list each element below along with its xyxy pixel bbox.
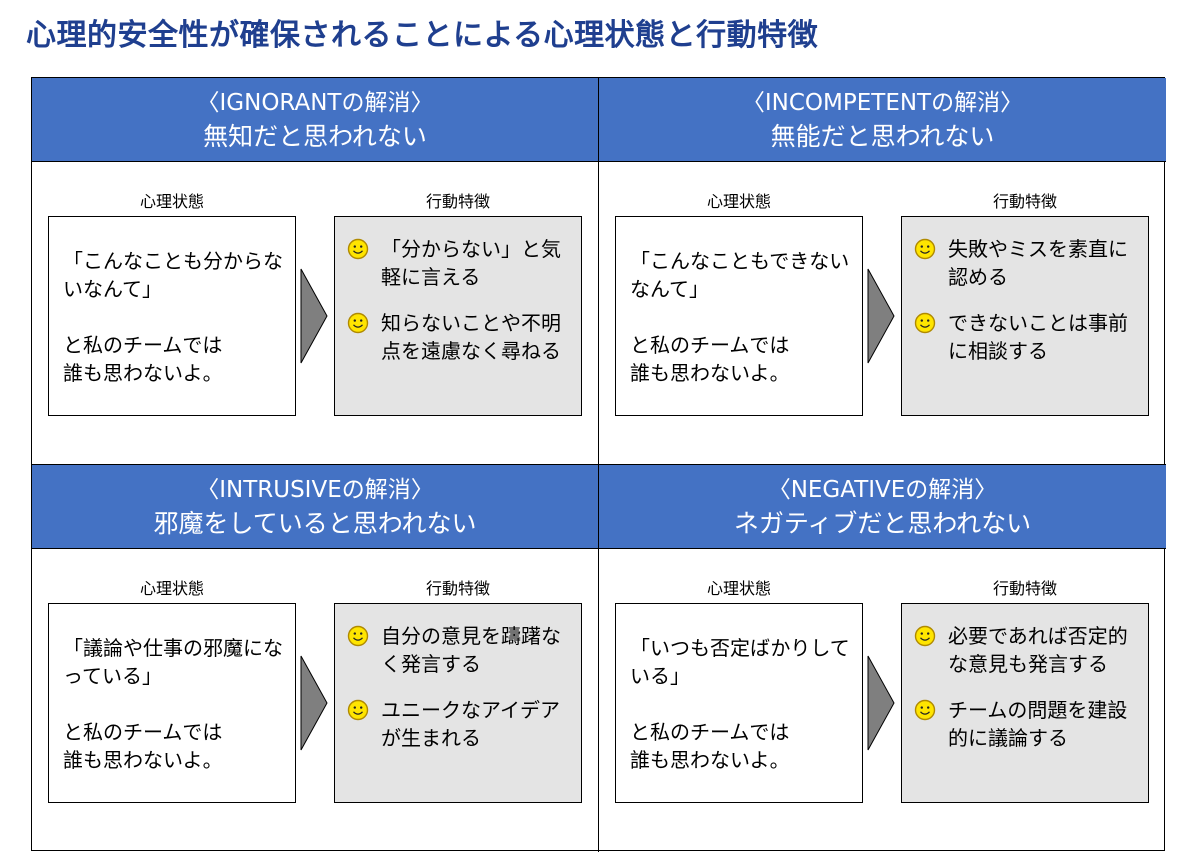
quadrant-header: 〈INTRUSIVEの解消〉 邪魔をしていると思われない	[32, 465, 598, 549]
page-title: 心理的安全性が確保されることによる心理状態と行動特徴	[26, 18, 819, 53]
quadrant-heading-category: 〈INTRUSIVEの解消〉	[196, 477, 434, 503]
smiley-icon	[347, 238, 369, 260]
behavior-label: 行動特徴	[992, 579, 1057, 598]
state-box: 「いつも否定ばかりしている」 と私のチームでは 誰も思わないよ。	[615, 603, 863, 803]
behavior-box: 自分の意見を躊躇なく発言する ユニークなアイデアが生まれる	[334, 603, 582, 803]
behavior-text: チームの問題を建設的に議論する	[948, 698, 1128, 750]
state-tail-line-2: 誰も思わないよ。	[63, 748, 223, 772]
state-quote: 「こんなことも分からないなんて」	[63, 249, 283, 301]
behavior-text: 失敗やミスを素直に認める	[948, 237, 1128, 289]
behavior-box: 必要であれば否定的な意見も発言する チームの問題を建設的に議論する	[901, 603, 1149, 803]
state-tail-line-1: と私のチームでは	[63, 333, 223, 357]
smiley-icon	[347, 625, 369, 647]
quadrant-heading-subtitle: 無能だと思われない	[770, 122, 995, 151]
quadrant-negative: 〈NEGATIVEの解消〉 ネガティブだと思われない 心理状態 行動特徴 「いつ…	[599, 465, 1166, 852]
behavior-item: 必要であれば否定的な意見も発言する	[914, 622, 1140, 678]
quadrant-heading-category: 〈IGNORANTの解消〉	[196, 90, 434, 116]
behavior-item: できないことは事前に相談する	[914, 309, 1140, 365]
state-tail-line-1: と私のチームでは	[63, 720, 223, 744]
state-box: 「こんなことも分からないなんて」 と私のチームでは 誰も思わないよ。	[48, 216, 296, 416]
matrix-grid: 〈IGNORANTの解消〉 無知だと思われない 心理状態 行動特徴 「こんなこと…	[31, 77, 1166, 852]
state-label: 心理状態	[706, 192, 771, 211]
behavior-box: 「分からない」と気軽に言える 知らないことや不明点を遠慮なく尋ねる	[334, 216, 582, 416]
behavior-item: ユニークなアイデアが生まれる	[347, 696, 573, 752]
behavior-item: 自分の意見を躊躇なく発言する	[347, 622, 573, 678]
smiley-icon	[914, 625, 936, 647]
behavior-text: できないことは事前に相談する	[948, 311, 1128, 363]
quadrant-ignorant: 〈IGNORANTの解消〉 無知だと思われない 心理状態 行動特徴 「こんなこと…	[32, 78, 599, 465]
behavior-text: 知らないことや不明点を遠慮なく尋ねる	[381, 311, 561, 363]
behavior-text: 自分の意見を躊躇なく発言する	[381, 624, 561, 676]
smiley-icon	[347, 699, 369, 721]
behavior-item: 失敗やミスを素直に認める	[914, 235, 1140, 291]
state-quote: 「いつも否定ばかりしている」	[630, 636, 850, 688]
quadrant-heading-subtitle: 無知だと思われない	[203, 122, 427, 151]
quadrant-header: 〈INCOMPETENTの解消〉 無能だと思われない	[599, 78, 1166, 162]
quadrant-heading-subtitle: ネガティブだと思われない	[733, 509, 1032, 538]
state-tail-line-2: 誰も思わないよ。	[630, 361, 790, 385]
behavior-text: ユニークなアイデアが生まれる	[381, 698, 560, 750]
quadrant-intrusive: 〈INTRUSIVEの解消〉 邪魔をしていると思われない 心理状態 行動特徴 「…	[32, 465, 599, 852]
state-box: 「議論や仕事の邪魔になっている」 と私のチームでは 誰も思わないよ。	[48, 603, 296, 803]
state-quote: 「こんなこともできないなんて」	[630, 249, 850, 301]
behavior-label: 行動特徴	[425, 579, 490, 598]
state-box: 「こんなこともできないなんて」 と私のチームでは 誰も思わないよ。	[615, 216, 863, 416]
quadrant-heading-subtitle: 邪魔をしていると思われない	[153, 509, 477, 538]
smiley-icon	[347, 312, 369, 334]
behavior-item: 「分からない」と気軽に言える	[347, 235, 573, 291]
state-tail-line-1: と私のチームでは	[630, 333, 790, 357]
behavior-item: 知らないことや不明点を遠慮なく尋ねる	[347, 309, 573, 365]
smiley-icon	[914, 699, 936, 721]
quadrant-header: 〈NEGATIVEの解消〉 ネガティブだと思われない	[599, 465, 1166, 549]
arrow-right-icon	[867, 268, 895, 364]
quadrant-heading-category: 〈INCOMPETENTの解消〉	[741, 90, 1024, 116]
quadrant-incompetent: 〈INCOMPETENTの解消〉 無能だと思われない 心理状態 行動特徴 「こん…	[599, 78, 1166, 465]
behavior-text: 必要であれば否定的な意見も発言する	[948, 624, 1128, 676]
arrow-right-icon	[300, 268, 328, 364]
state-label: 心理状態	[706, 579, 771, 598]
state-quote: 「議論や仕事の邪魔になっている」	[63, 636, 283, 688]
state-tail-line-2: 誰も思わないよ。	[63, 361, 223, 385]
behavior-label: 行動特徴	[992, 192, 1057, 211]
smiley-icon	[914, 238, 936, 260]
state-tail-line-1: と私のチームでは	[630, 720, 790, 744]
quadrant-header: 〈IGNORANTの解消〉 無知だと思われない	[32, 78, 598, 162]
state-label: 心理状態	[139, 579, 204, 598]
behavior-text: 「分からない」と気軽に言える	[381, 237, 561, 289]
smiley-icon	[914, 312, 936, 334]
state-label: 心理状態	[139, 192, 204, 211]
behavior-label: 行動特徴	[425, 192, 490, 211]
state-tail-line-2: 誰も思わないよ。	[630, 748, 790, 772]
behavior-box: 失敗やミスを素直に認める できないことは事前に相談する	[901, 216, 1149, 416]
behavior-item: チームの問題を建設的に議論する	[914, 696, 1140, 752]
quadrant-heading-category: 〈NEGATIVEの解消〉	[767, 477, 998, 503]
arrow-right-icon	[300, 655, 328, 751]
arrow-right-icon	[867, 655, 895, 751]
